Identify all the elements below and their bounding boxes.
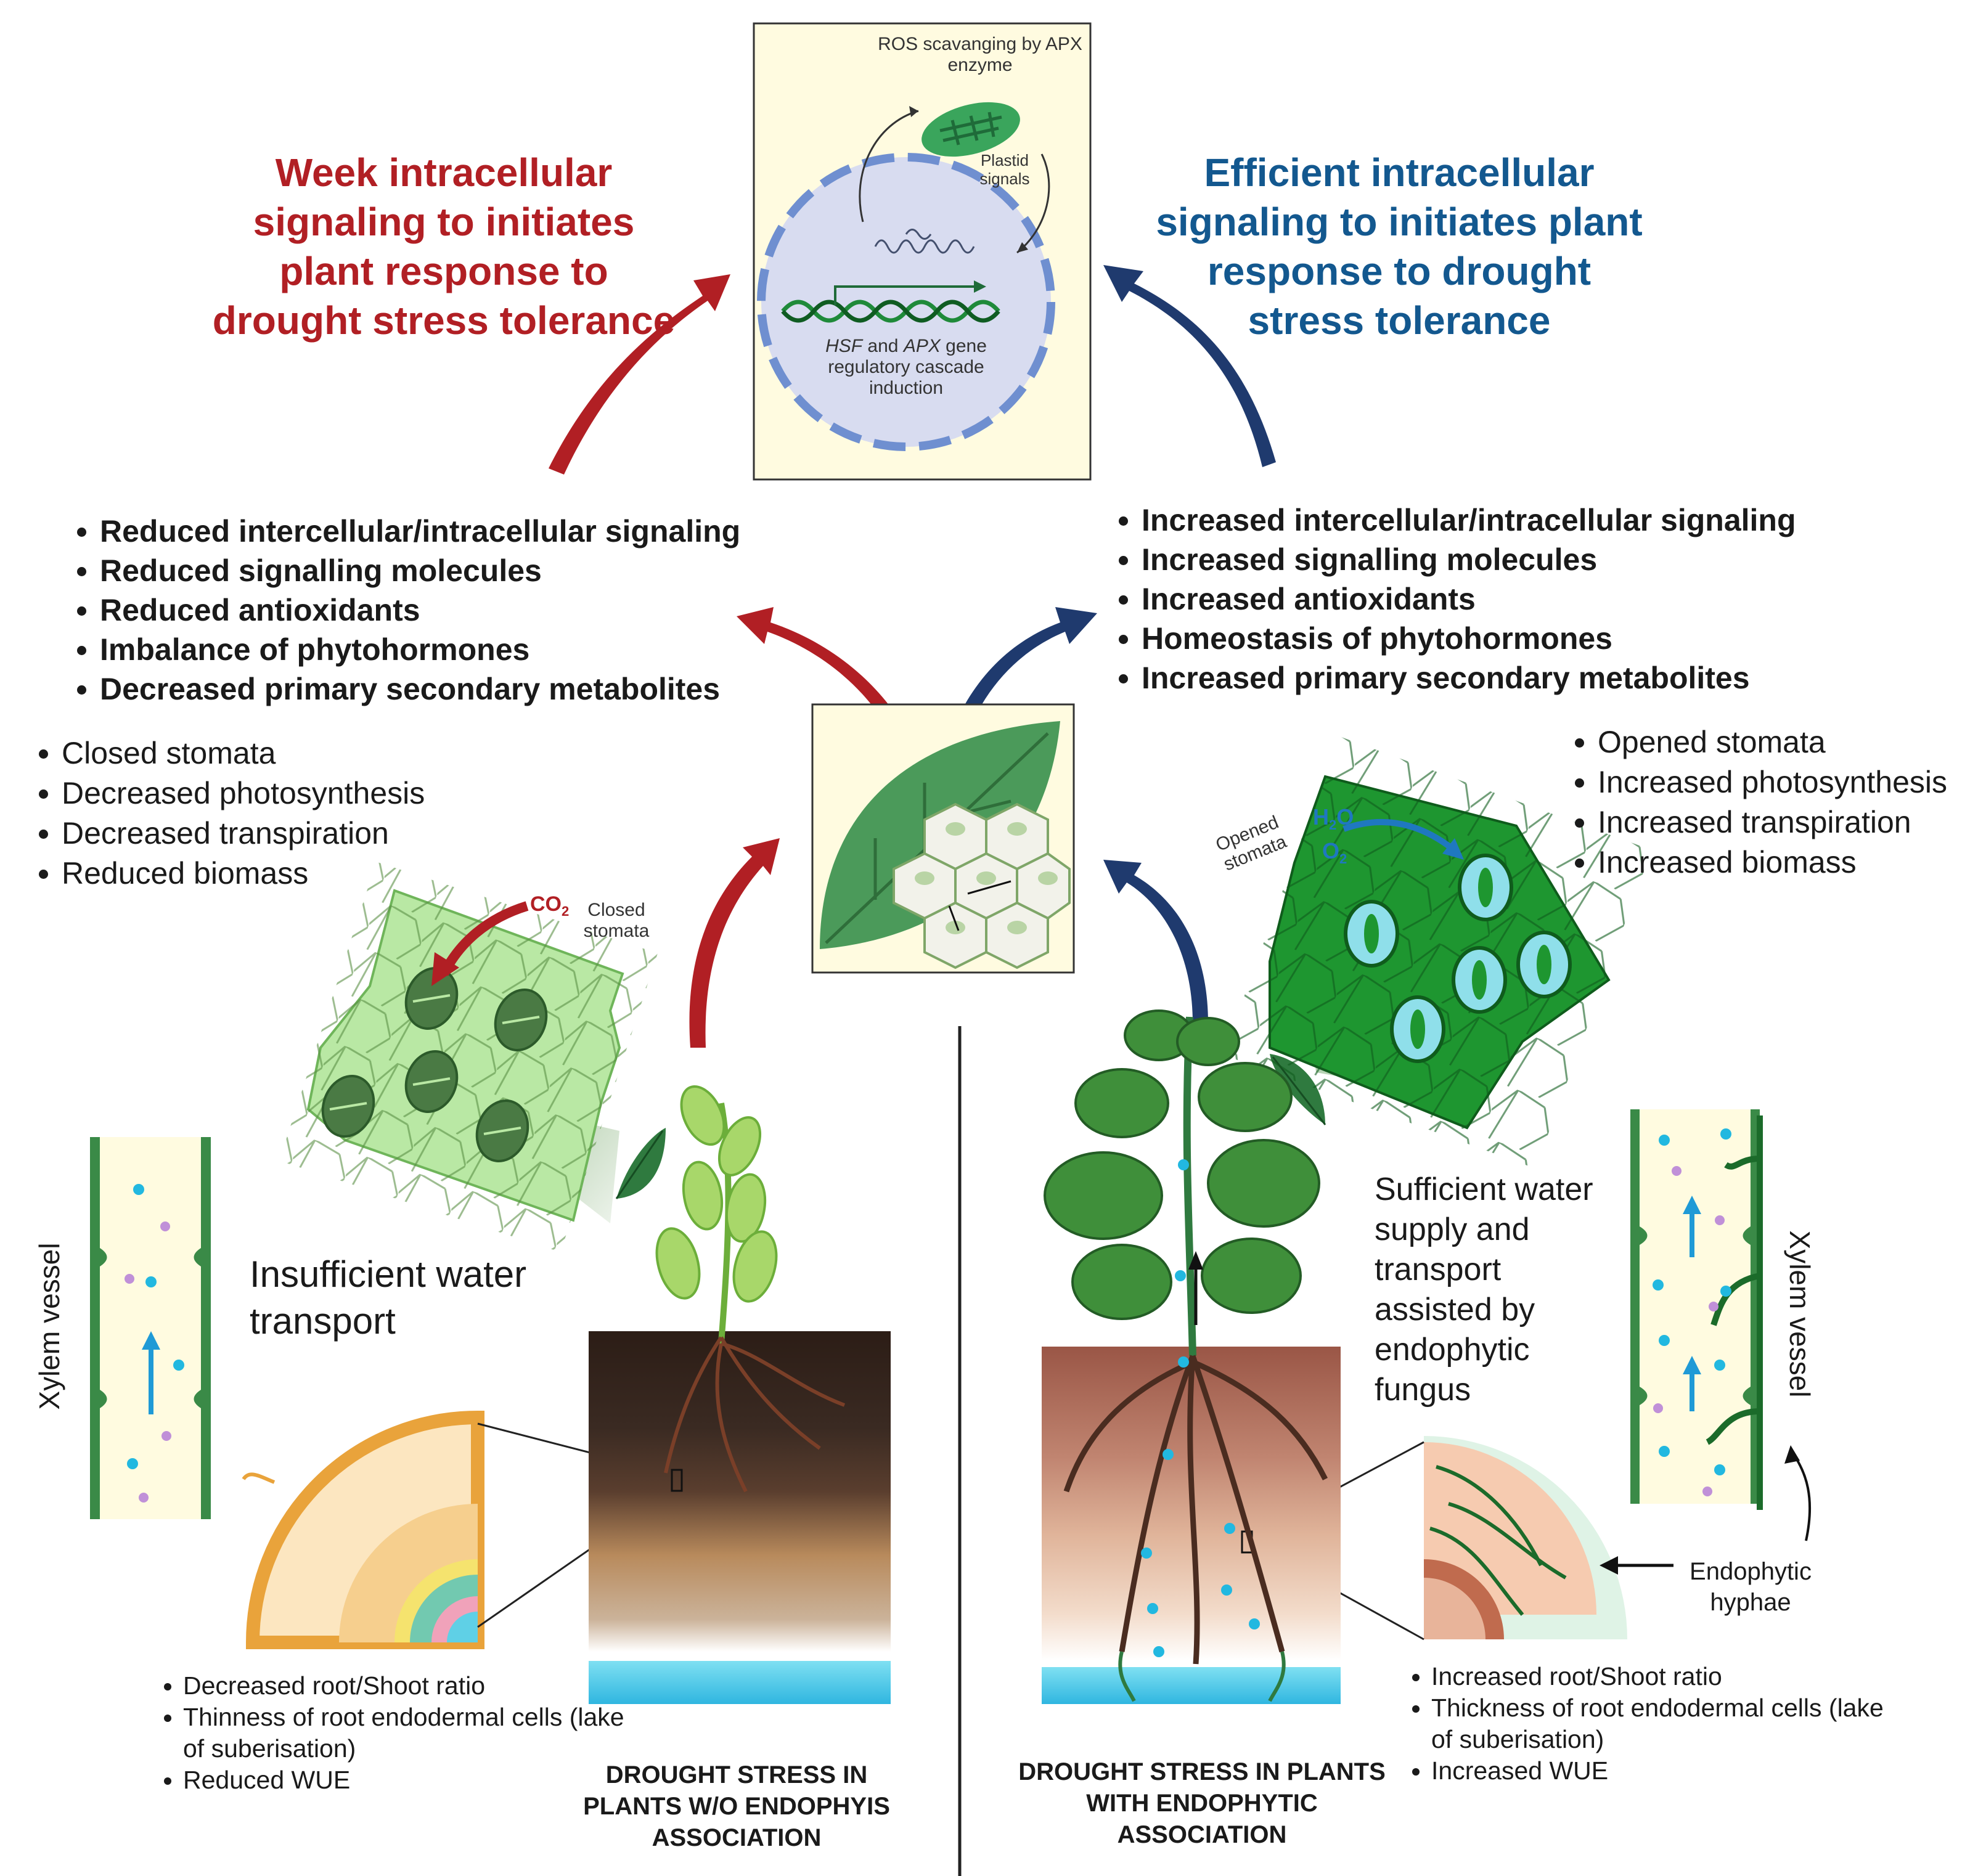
arrow-red-plant-up	[689, 838, 780, 1048]
list-item: Reduced antioxidants	[100, 590, 864, 630]
list-item: Increased transpiration	[1598, 802, 1986, 842]
list-item: Closed stomata	[62, 733, 567, 773]
h2o-label: H2O	[1313, 804, 1354, 833]
list-item: Opened stomata	[1598, 722, 1986, 762]
closed-stomata-tissue	[279, 862, 658, 1252]
list-item: Increased antioxidants	[1142, 579, 1838, 619]
sufficient-water-text: Sufficient water supply and transport as…	[1375, 1172, 1593, 1408]
list-item: Reduced signalling molecules	[100, 551, 864, 590]
list-item: Reduced WUE	[183, 1764, 639, 1796]
caption-with-endophyte: DROUGHT STRESS IN PLANTS WITH ENDOPHYTIC…	[1018, 1758, 1386, 1848]
arrow-blue-top	[1103, 265, 1276, 467]
left-root-list: Decreased root/Shoot ratio Thinness of r…	[145, 1670, 639, 1796]
list-item: Decreased photosynthesis	[62, 773, 567, 814]
list-item: Homeostasis of phytohormones	[1142, 619, 1838, 658]
list-item: Increased WUE	[1431, 1755, 1887, 1787]
cell-panel	[753, 22, 1092, 481]
healthy-plant	[1044, 1009, 1328, 1702]
list-item: Increased intercellular/intracellular si…	[1142, 500, 1838, 540]
list-item: Thickness of root endodermal cells (lake…	[1431, 1692, 1887, 1755]
leaf-cell-panel	[811, 703, 1075, 974]
right-signaling-list: Increased intercellular/intracellular si…	[1103, 500, 1838, 698]
list-item: Decreased root/Shoot ratio	[183, 1670, 639, 1702]
heading-weak-signaling: Week intracellular signaling to initiate…	[212, 150, 676, 343]
root-cross-section-left	[242, 1410, 669, 1649]
opened-stomata-tissue	[1222, 736, 1652, 1169]
soil-left	[589, 1331, 891, 1704]
insufficient-water-text: Insufficient water transport	[250, 1254, 527, 1342]
xylem-vessel-right	[1630, 1109, 1763, 1510]
xylem-label-left: Xylem vessel	[33, 1242, 65, 1410]
list-item: Increased signalling molecules	[1142, 540, 1838, 579]
gene-cascade-label: HSF and APX gene regulatory cascade indu…	[825, 336, 987, 398]
xylem-vessel-left	[90, 1137, 211, 1519]
caption-without-endophyte: DROUGHT STRESS IN PLANTS W/O ENDOPHYIS A…	[583, 1761, 890, 1851]
left-signaling-list: Reduced intercellular/intracellular sign…	[62, 512, 864, 709]
wilted-plant	[655, 1085, 846, 1493]
list-item: Thinness of root endodermal cells (lake …	[183, 1702, 639, 1764]
list-item: Increased biomass	[1598, 842, 1986, 883]
right-physiology-list: Opened stomata Increased photosynthesis …	[1559, 722, 1986, 883]
list-item: Increased photosynthesis	[1598, 762, 1986, 802]
heading-efficient-signaling: Efficient intracellular signaling to ini…	[1156, 150, 1643, 343]
plastid-label: Plastid signals	[979, 151, 1030, 188]
co2-label: CO2	[530, 892, 570, 919]
arrow-red-top	[549, 274, 730, 475]
list-item: Reduced intercellular/intracellular sign…	[100, 512, 864, 551]
left-physiology-list: Closed stomata Decreased photosynthesis …	[23, 733, 567, 894]
list-item: Decreased primary secondary metabolites	[100, 669, 864, 709]
small-leaf-left	[615, 1128, 666, 1199]
o2-label: O2	[1322, 838, 1347, 867]
arrow-blue-plant-up	[1103, 860, 1208, 1023]
hyphae-label: Endophytic hyphae	[1690, 1558, 1812, 1616]
closed-stomata-label: Closed stomata	[583, 900, 650, 941]
chloroplast-icon	[921, 102, 1020, 157]
list-item: Decreased transpiration	[62, 814, 567, 854]
root-cross-section-right	[1244, 1436, 1812, 1641]
dna-helix-icon	[781, 280, 1000, 323]
list-item: Imbalance of phytohormones	[100, 630, 864, 669]
list-item: Increased primary secondary metabolites	[1142, 658, 1838, 698]
list-item: Increased root/Shoot ratio	[1431, 1661, 1887, 1692]
xylem-label-right: Xylem vessel	[1784, 1230, 1816, 1398]
list-item: Reduced biomass	[62, 854, 567, 894]
right-root-list: Increased root/Shoot ratio Thickness of …	[1393, 1661, 1887, 1787]
ros-label: ROS scavanging by APX enzyme	[878, 34, 1082, 75]
